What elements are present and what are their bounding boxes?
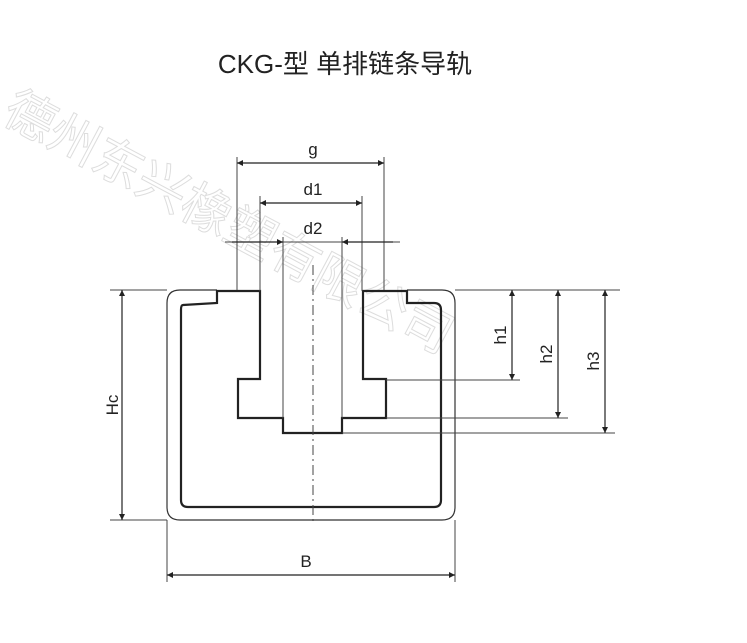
rail-outer-profile: [166, 289, 456, 521]
label-h1: h1: [491, 326, 510, 345]
label-d1: d1: [304, 180, 323, 199]
label-g: g: [308, 140, 317, 159]
label-d2: d2: [304, 219, 323, 238]
label-Hc: Hc: [103, 394, 122, 415]
watermark: 德州东兴橡塑有限公司: [0, 79, 463, 365]
label-h2: h2: [537, 345, 556, 364]
label-h3: h3: [584, 352, 603, 371]
page-title: CKG-型 单排链条导轨: [217, 49, 473, 79]
label-B: B: [300, 552, 311, 571]
